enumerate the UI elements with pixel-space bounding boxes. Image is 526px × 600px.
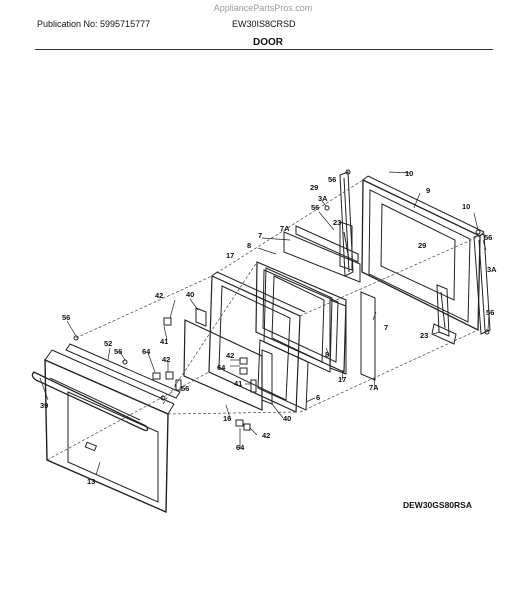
clip-42-d	[243, 423, 251, 431]
hinge-left	[339, 221, 353, 271]
callout-56-right: 56	[484, 233, 492, 242]
callout-41-lower: 41	[234, 379, 242, 388]
door-glass-16	[183, 319, 263, 411]
clip-42-a	[163, 317, 172, 326]
inner-glass-8-lower	[263, 267, 333, 373]
callout-16: 16	[223, 414, 231, 423]
clip-41-b	[250, 379, 257, 393]
top-trim-52	[65, 343, 181, 399]
callout-41-upper: 41	[160, 337, 168, 346]
callout-42-center: 42	[226, 351, 234, 360]
callout-7a-top: 7A	[280, 224, 290, 233]
callout-17-top: 17	[226, 251, 234, 260]
clip-42-c	[239, 357, 248, 365]
insulation-7-upper	[295, 225, 359, 263]
callout-56-lower: 56	[114, 347, 122, 356]
insulation-7a-upper	[283, 231, 361, 283]
leader-lines	[39, 171, 490, 476]
side-trim-right	[473, 233, 491, 335]
callout-23-top: 23	[333, 218, 341, 227]
callout-42-top: 42	[155, 291, 163, 300]
callout-40-lower: 40	[283, 414, 291, 423]
clip-41-a	[175, 379, 182, 391]
header-rule	[35, 49, 493, 50]
callout-3a-right: 3A	[487, 265, 497, 274]
callout-17-lower: 17	[338, 375, 346, 384]
section-title: DOOR	[253, 37, 283, 48]
callout-8-lower: 8	[325, 350, 329, 359]
callout-10-top: 10	[405, 169, 413, 178]
alignment-lines	[46, 179, 481, 461]
glass-frame-6	[257, 339, 309, 411]
figure-code: DEW30GS80RSA	[403, 500, 472, 510]
callout-9: 9	[426, 186, 430, 195]
screws-56	[73, 169, 490, 401]
callout-6: 6	[316, 393, 320, 402]
callout-39: 39	[40, 401, 48, 410]
callout-56-mid: 56	[311, 203, 319, 212]
callout-10-right: 10	[462, 202, 470, 211]
insulation-7a-lower	[329, 299, 347, 375]
callout-42-middle: 42	[162, 355, 170, 364]
callout-64-center: 64	[217, 363, 226, 372]
bracket-40-lower	[261, 349, 273, 405]
callout-7-top: 7	[258, 231, 262, 240]
model-number: EW30IS8CRSD	[232, 19, 296, 29]
callout-56-bottom-right: 56	[486, 308, 494, 317]
callout-64-bottom: 64	[236, 443, 245, 452]
bracket-40-upper	[195, 307, 207, 327]
callout-64-upper: 64	[142, 347, 151, 356]
hinge-right	[431, 284, 457, 345]
heat-shield-8-upper	[255, 261, 347, 373]
callout-29-right: 29	[418, 241, 426, 250]
watermark: AppliancePartsPros.com	[213, 3, 313, 13]
inner-door-liner	[361, 175, 485, 332]
callout-29-top: 29	[310, 183, 318, 192]
callout-13: 13	[87, 477, 95, 486]
callout-7-right: 7	[384, 323, 388, 332]
clip-64-c	[235, 419, 244, 427]
clip-64-a	[152, 372, 161, 380]
callout-56-top: 56	[328, 175, 336, 184]
callout-3a-top: 3A	[318, 194, 328, 203]
callout-40-top: 40	[186, 290, 194, 299]
insulation-7-right	[360, 291, 376, 381]
callout-56-left: 56	[62, 313, 70, 322]
callout-7a-lower: 7A	[369, 383, 379, 392]
callout-52: 52	[104, 339, 112, 348]
clip-64-b	[239, 367, 248, 375]
outer-door-panel-13	[44, 349, 175, 514]
publication-number: Publication No: 5995715777	[37, 19, 151, 29]
callout-8-top: 8	[247, 241, 251, 250]
callout-56-center: 56	[181, 384, 189, 393]
callout-42-bottom: 42	[262, 431, 270, 440]
callout-labels: 10 9 56 29 3A 10 56 23 7 7A 8 29 56 3A 1…	[40, 169, 497, 486]
clip-42-b	[165, 371, 174, 380]
callout-23-bottom: 23	[420, 331, 428, 340]
